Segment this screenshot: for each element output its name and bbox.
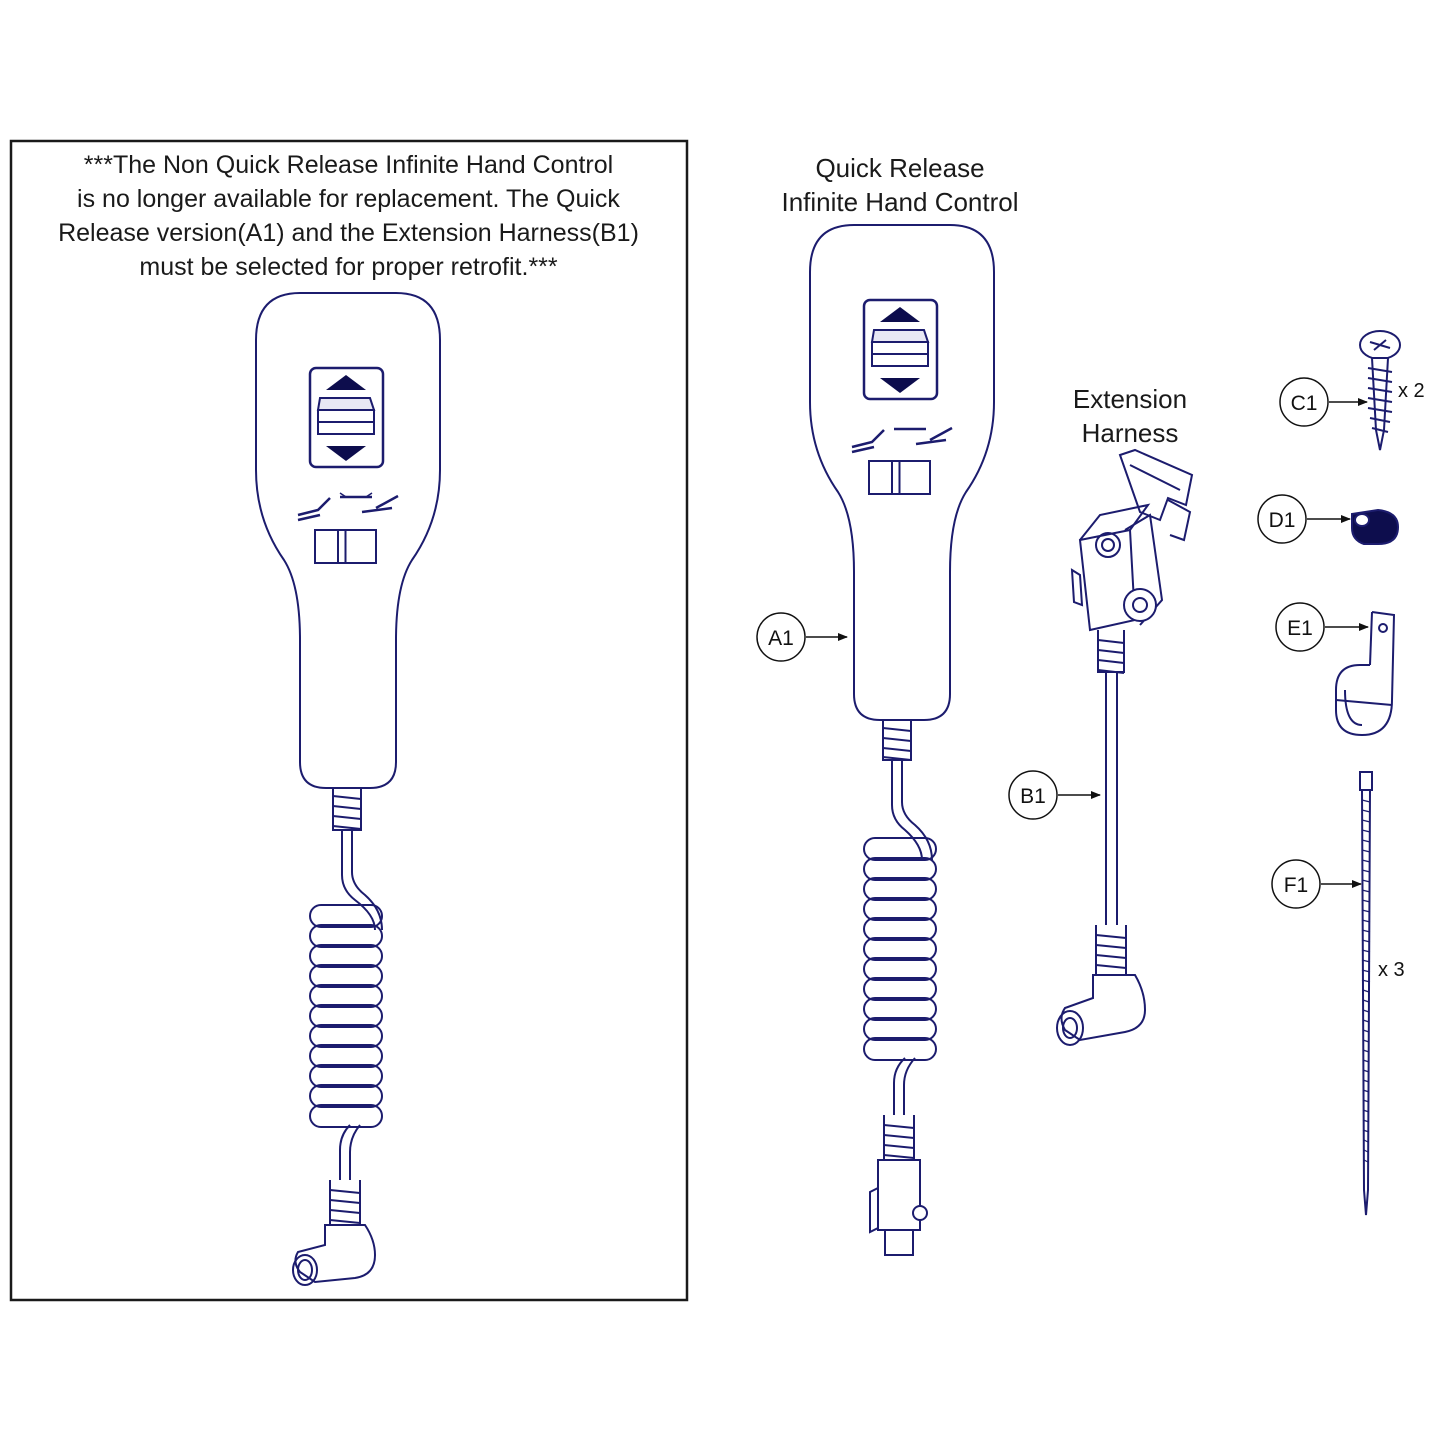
quantity-c1: x 2 bbox=[1398, 380, 1425, 402]
callout-f1-circle bbox=[1271, 859, 1321, 909]
callout-b1-circle bbox=[1008, 770, 1058, 820]
callout-d1: D1 bbox=[1257, 494, 1351, 544]
clip-d1 bbox=[1351, 508, 1400, 545]
notice-line-1: ***The Non Quick Release Infinite Hand C… bbox=[83, 151, 614, 179]
callout-d1-label: D1 bbox=[1269, 509, 1296, 532]
cable-tie-f1 bbox=[1359, 771, 1373, 1216]
callout-a1: A1 bbox=[756, 612, 848, 662]
callout-a1-label: A1 bbox=[768, 627, 794, 650]
clamp-e1 bbox=[1335, 611, 1396, 737]
quick-release-hand-control bbox=[809, 224, 995, 1256]
callout-f1-label: F1 bbox=[1284, 874, 1309, 897]
callout-c1-label: C1 bbox=[1291, 392, 1318, 415]
callout-b1: B1 bbox=[1008, 770, 1101, 820]
callout-d1-circle bbox=[1257, 494, 1307, 544]
callout-c1: C1 x 2 bbox=[1279, 377, 1425, 427]
extension-harness-title-line-1: Extension bbox=[1072, 384, 1188, 414]
callout-e1-label: E1 bbox=[1287, 617, 1313, 640]
callout-f1: F1 x 3 bbox=[1271, 859, 1405, 981]
callout-e1: E1 bbox=[1275, 602, 1369, 652]
extension-harness bbox=[1056, 448, 1194, 1046]
callout-c1-circle bbox=[1279, 377, 1329, 427]
non-quick-release-hand-control bbox=[255, 292, 441, 1286]
notice-frame bbox=[9, 139, 689, 1302]
notice-line-3: Release version(A1) and the Extension Ha… bbox=[58, 219, 639, 247]
callout-a1-circle bbox=[756, 612, 806, 662]
extension-harness-title-line-2: Harness bbox=[1081, 418, 1179, 448]
callout-b1-label: B1 bbox=[1020, 785, 1046, 808]
quantity-f1: x 3 bbox=[1378, 959, 1405, 981]
notice-line-4: must be selected for proper retrofit.*** bbox=[139, 253, 558, 281]
screw-c1 bbox=[1359, 330, 1401, 451]
quick-release-title-line-2: Infinite Hand Control bbox=[781, 187, 1019, 217]
quick-release-title-line-1: Quick Release bbox=[815, 153, 985, 183]
notice-line-2: is no longer available for replacement. … bbox=[77, 185, 620, 213]
callout-e1-circle bbox=[1275, 602, 1325, 652]
